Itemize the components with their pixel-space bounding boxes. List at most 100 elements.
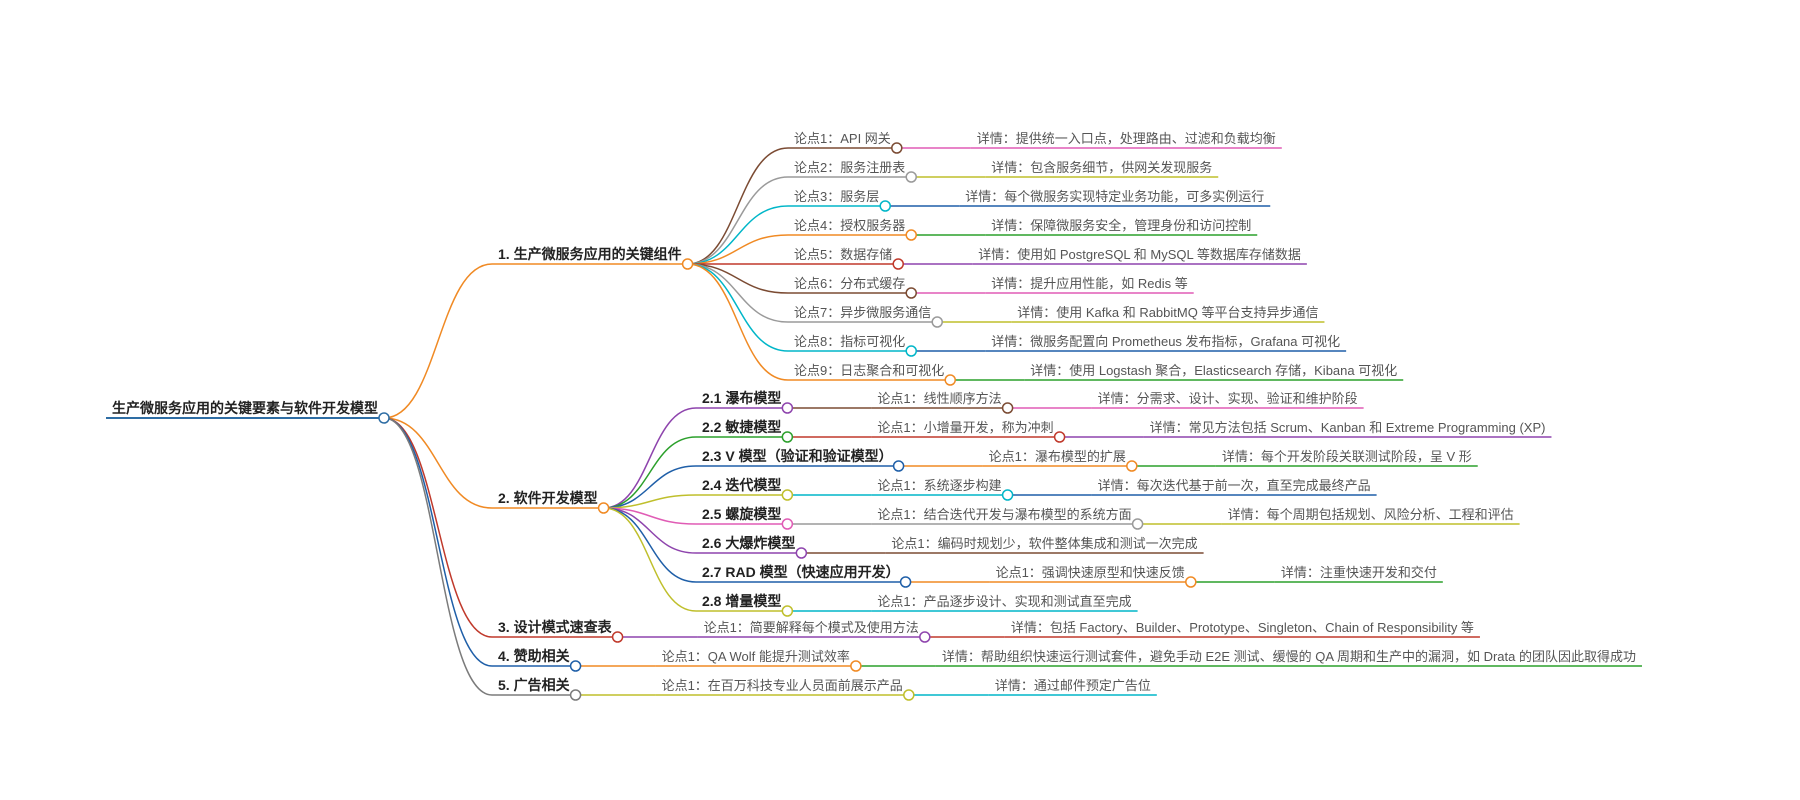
s1-point-5-label: 论点5：数据存储 bbox=[794, 247, 892, 262]
s2-detail-2-label: 详情：常见方法包括 Scrum、Kanban 和 Extreme Program… bbox=[1150, 420, 1546, 435]
s2-sub-8-handle[interactable] bbox=[781, 605, 794, 617]
s1-point-2-handle[interactable] bbox=[905, 171, 917, 183]
s1-detail-4-label: 详情：保障微服务安全，管理身份和访问控制 bbox=[991, 218, 1251, 233]
s1-detail-2-label: 详情：包含服务细节，供网关发现服务 bbox=[991, 160, 1212, 175]
s2-sub-4-handle[interactable] bbox=[781, 489, 794, 501]
s2-point-3-handle[interactable] bbox=[1126, 460, 1138, 472]
s1-point-6-label: 论点6：分布式缓存 bbox=[794, 276, 905, 291]
s2-sub-1-label: 2.1 瀑布模型 bbox=[702, 390, 781, 406]
edge-s2-sub-7 bbox=[603, 507, 697, 583]
s1-detail-7-label: 详情：使用 Kafka 和 RabbitMQ 等平台支持异步通信 bbox=[1017, 305, 1318, 320]
s2-sub-3-handle[interactable] bbox=[892, 460, 905, 472]
s1-point-1-label: 论点1：API 网关 bbox=[794, 131, 891, 146]
edge-s1-point-4 bbox=[687, 234, 789, 265]
edge-s2-sub-3 bbox=[603, 465, 697, 509]
section-4-handle[interactable] bbox=[569, 660, 582, 672]
s1-point-3-label: 论点3：服务层 bbox=[794, 189, 879, 204]
s3-point-1-label: 论点1：简要解释每个模式及使用方法 bbox=[704, 620, 919, 635]
section-2-handle[interactable] bbox=[597, 502, 610, 514]
s1-point-8-handle[interactable] bbox=[905, 345, 917, 357]
s1-detail-1-label: 详情：提供统一入口点，处理路由、过滤和负载均衡 bbox=[977, 131, 1276, 146]
edge-s1-point-6 bbox=[687, 263, 789, 294]
s4-point-1-handle[interactable] bbox=[850, 660, 862, 672]
edge-s1-point-2 bbox=[687, 176, 789, 265]
s4-detail-1-label: 详情：帮助组织快速运行测试套件，避免手动 E2E 测试、缓慢的 QA 周期和生产… bbox=[942, 649, 1636, 664]
s2-detail-7-label: 详情：注重快速开发和交付 bbox=[1281, 565, 1437, 580]
s2-point-5-label: 论点1：结合迭代开发与瀑布模型的系统方面 bbox=[877, 507, 1131, 522]
section-1-label: 1. 生产微服务应用的关键组件 bbox=[498, 246, 682, 262]
s4-point-1-label: 论点1：QA Wolf 能提升测试效率 bbox=[662, 649, 850, 664]
s2-sub-2-label: 2.2 敏捷模型 bbox=[702, 419, 781, 435]
s2-sub-5-handle[interactable] bbox=[781, 518, 794, 530]
s2-detail-5-label: 详情：每个周期包括规划、风险分析、工程和评估 bbox=[1228, 507, 1514, 522]
s2-sub-5-label: 2.5 螺旋模型 bbox=[702, 506, 781, 522]
edge-s1-point-8 bbox=[687, 263, 789, 352]
edge-s1-point-7 bbox=[687, 263, 789, 323]
edge-s2-sub-4 bbox=[603, 494, 697, 509]
node-underlines bbox=[106, 147, 1642, 696]
s3-detail-1-label: 详情：包括 Factory、Builder、Prototype、Singleto… bbox=[1011, 620, 1474, 635]
edge-root-section-2 bbox=[383, 417, 493, 509]
s2-detail-4-label: 详情：每次迭代基于前一次，直至完成最终产品 bbox=[1098, 478, 1371, 493]
s5-point-1-label: 论点1：在百万科技专业人员面前展示产品 bbox=[662, 678, 903, 693]
s2-sub-2-handle[interactable] bbox=[781, 431, 794, 443]
edge-s2-sub-8 bbox=[603, 507, 697, 612]
s2-point-2-handle[interactable] bbox=[1053, 431, 1066, 443]
s2-point-6-label: 论点1：编码时规划少，软件整体集成和测试一次完成 bbox=[891, 536, 1197, 551]
s1-point-4-handle[interactable] bbox=[905, 229, 917, 241]
s1-point-9-handle[interactable] bbox=[944, 374, 956, 386]
section-3-handle[interactable] bbox=[611, 631, 624, 643]
s2-sub-7-label: 2.7 RAD 模型（快速应用开发） bbox=[702, 564, 900, 580]
s2-point-3-label: 论点1：瀑布模型的扩展 bbox=[989, 449, 1126, 464]
section-5-label: 5. 广告相关 bbox=[498, 677, 570, 693]
s3-point-1-handle[interactable] bbox=[919, 631, 931, 643]
s2-detail-3-label: 详情：每个开发阶段关联测试阶段，呈 V 形 bbox=[1222, 449, 1472, 464]
s2-sub-4-label: 2.4 迭代模型 bbox=[702, 477, 781, 493]
root-node-handle[interactable] bbox=[378, 412, 390, 424]
s2-point-7-label: 论点1：强调快速原型和快速反馈 bbox=[996, 565, 1185, 580]
s5-detail-1-label: 详情：通过邮件预定广告位 bbox=[995, 678, 1151, 693]
s2-sub-6-label: 2.6 大爆炸模型 bbox=[702, 535, 795, 551]
s1-point-7-label: 论点7：异步微服务通信 bbox=[794, 305, 931, 320]
edge-s2-sub-1 bbox=[603, 407, 697, 509]
root-node-label: 生产微服务应用的关键要素与软件开发模型 bbox=[112, 400, 378, 416]
s1-detail-8-label: 详情：微服务配置向 Prometheus 发布指标，Grafana 可视化 bbox=[991, 334, 1340, 349]
section-4-label: 4. 赞助相关 bbox=[498, 648, 570, 664]
connector-lines bbox=[383, 147, 1275, 696]
s2-sub-7-handle[interactable] bbox=[899, 576, 912, 588]
s1-point-3-handle[interactable] bbox=[879, 200, 891, 212]
edge-s1-point-9 bbox=[687, 263, 789, 381]
s2-point-8-label: 论点1：产品逐步设计、实现和测试直至完成 bbox=[877, 594, 1131, 609]
edge-s2-sub-5 bbox=[603, 507, 697, 525]
s1-point-8-label: 论点8：指标可视化 bbox=[794, 334, 905, 349]
s1-point-4-label: 论点4：授权服务器 bbox=[794, 218, 905, 233]
s1-point-6-handle[interactable] bbox=[905, 287, 917, 299]
s2-point-4-handle[interactable] bbox=[1001, 489, 1014, 501]
s1-detail-6-label: 详情：提升应用性能，如 Redis 等 bbox=[991, 276, 1187, 291]
s2-point-1-handle[interactable] bbox=[1001, 402, 1014, 414]
s1-point-2-label: 论点2：服务注册表 bbox=[794, 160, 905, 175]
s1-point-5-handle[interactable] bbox=[892, 258, 904, 270]
s2-point-7-handle[interactable] bbox=[1185, 576, 1197, 588]
s1-point-7-handle[interactable] bbox=[931, 316, 943, 328]
s1-point-1-handle[interactable] bbox=[891, 142, 903, 154]
s2-point-2-label: 论点1：小增量开发，称为冲刺 bbox=[877, 420, 1053, 435]
section-2-label: 2. 软件开发模型 bbox=[498, 490, 598, 506]
s5-point-1-handle[interactable] bbox=[903, 689, 915, 701]
node-handles bbox=[378, 142, 1197, 701]
edge-s1-point-3 bbox=[687, 205, 789, 265]
edge-s2-sub-6 bbox=[603, 507, 697, 554]
s1-point-9-label: 论点9：日志聚合和可视化 bbox=[794, 363, 944, 378]
s2-sub-6-handle[interactable] bbox=[795, 547, 808, 559]
s1-detail-5-label: 详情：使用如 PostgreSQL 和 MySQL 等数据库存储数据 bbox=[978, 247, 1301, 262]
s2-sub-1-handle[interactable] bbox=[781, 402, 794, 414]
s2-point-4-label: 论点1：系统逐步构建 bbox=[877, 478, 1001, 493]
section-5-handle[interactable] bbox=[569, 689, 582, 701]
s1-detail-9-label: 详情：使用 Logstash 聚合，Elasticsearch 存储，Kiban… bbox=[1030, 363, 1397, 378]
s2-sub-8-label: 2.8 增量模型 bbox=[702, 593, 781, 609]
section-1-handle[interactable] bbox=[681, 258, 694, 270]
edge-root-section-5 bbox=[383, 417, 493, 696]
s2-detail-1-label: 详情：分需求、设计、实现、验证和维护阶段 bbox=[1098, 391, 1358, 406]
s2-point-5-handle[interactable] bbox=[1131, 518, 1144, 530]
